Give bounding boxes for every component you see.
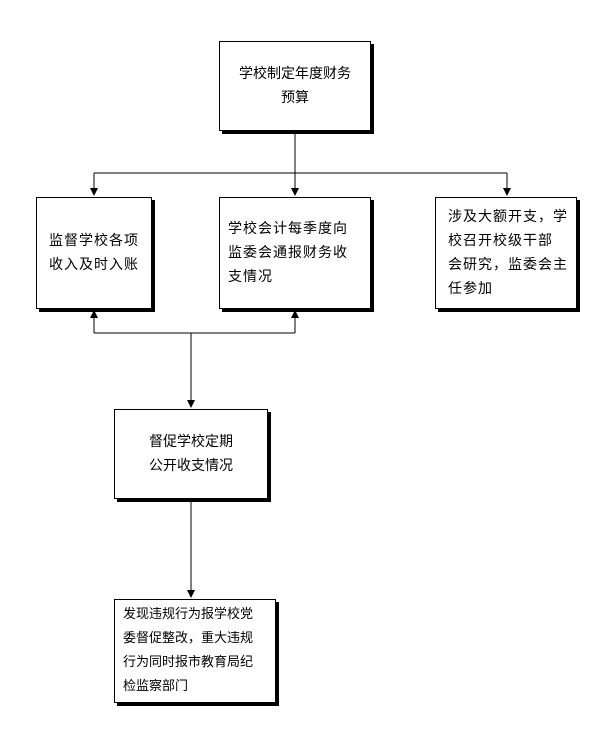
node-annual-budget: 学校制定年度财务 预算 [219,41,371,131]
node-major-expenses: 涉及大额开支，学 校召开校级干部 会研究，监委会主 任参加 [435,197,577,309]
node-quarterly-report-label: 学校会计每季度向 监委会通报财务收 支情况 [228,221,348,285]
connector-budget-to-tier [90,131,511,196]
node-supervise-entries: 监督学校各项 收入及时入账 [36,197,152,309]
connector-disclosure-to-tier [90,310,299,408]
node-annual-budget-label: 学校制定年度财务 预算 [239,66,351,106]
node-major-expenses-label: 涉及大额开支，学 校召开校级干部 会研究，监委会主 任参加 [448,209,568,297]
node-public-disclosure: 督促学校定期 公开收支情况 [114,409,268,499]
node-public-disclosure-label: 督促学校定期 公开收支情况 [149,434,233,474]
node-violation-report-label: 发现违规行为报学校党 委督促整改，重大违规 行为同时报市教育局纪 检监察部门 [123,607,254,694]
node-supervise-entries-label: 监督学校各项 收入及时入账 [49,233,139,273]
node-violation-report: 发现违规行为报学校党 委督促整改，重大违规 行为同时报市教育局纪 检监察部门 [114,599,276,703]
node-quarterly-report: 学校会计每季度向 监委会通报财务收 支情况 [219,197,371,309]
